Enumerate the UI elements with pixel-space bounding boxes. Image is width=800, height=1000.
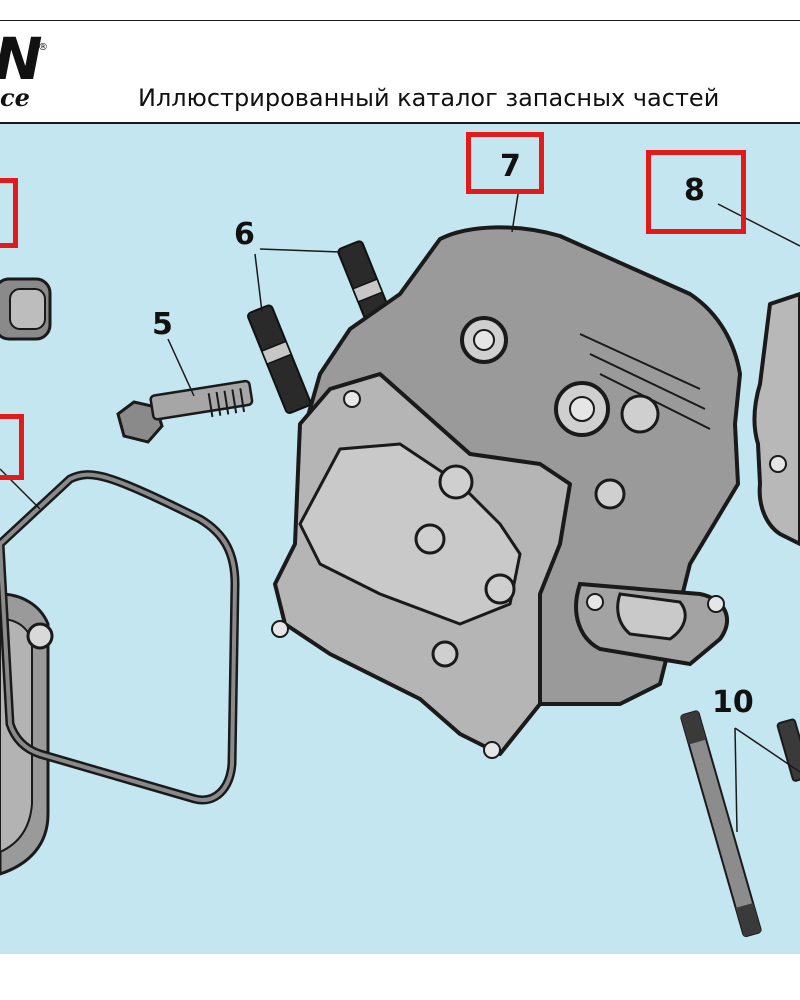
header-bottom-rule xyxy=(0,122,800,124)
highlight-box-left-top xyxy=(0,178,18,248)
catalog-title: Иллюстрированный каталог запасных частей xyxy=(138,84,720,112)
callout-7[interactable]: 7 xyxy=(500,149,521,184)
brand-logo-registered: ® xyxy=(38,42,48,53)
header-top-rule xyxy=(0,20,800,21)
highlight-box-left-middle xyxy=(0,414,24,480)
callout-6[interactable]: 6 xyxy=(234,217,255,252)
leader-line xyxy=(734,727,800,773)
page-footer xyxy=(0,954,800,1000)
leader-line xyxy=(259,248,341,253)
long-studs[interactable] xyxy=(680,710,800,938)
cover-gasket[interactable] xyxy=(0,470,240,805)
exploded-view-drawing xyxy=(0,193,800,938)
highlight-box-8 xyxy=(646,150,746,234)
leader-line xyxy=(511,193,519,233)
callout-8[interactable]: 8 xyxy=(684,173,705,208)
highlight-box-7 xyxy=(466,132,544,194)
brand-logo-tagline: ce xyxy=(0,83,30,112)
parts-diagram: 5 6 7 8 10 xyxy=(0,124,800,954)
leader-line xyxy=(734,727,738,833)
cylinder-head[interactable] xyxy=(271,225,742,759)
leader-line xyxy=(167,338,195,397)
leader-line xyxy=(254,253,263,313)
page-header: N ® ce Иллюстрированный каталог запасных… xyxy=(0,0,800,124)
callout-5[interactable]: 5 xyxy=(152,307,173,342)
bolt[interactable] xyxy=(116,379,254,444)
callout-10[interactable]: 10 xyxy=(712,685,754,720)
leader-line xyxy=(717,203,800,247)
brand-logo: N xyxy=(0,30,43,88)
exhaust-gasket[interactable] xyxy=(752,292,800,546)
valve-part-left[interactable] xyxy=(0,277,52,341)
